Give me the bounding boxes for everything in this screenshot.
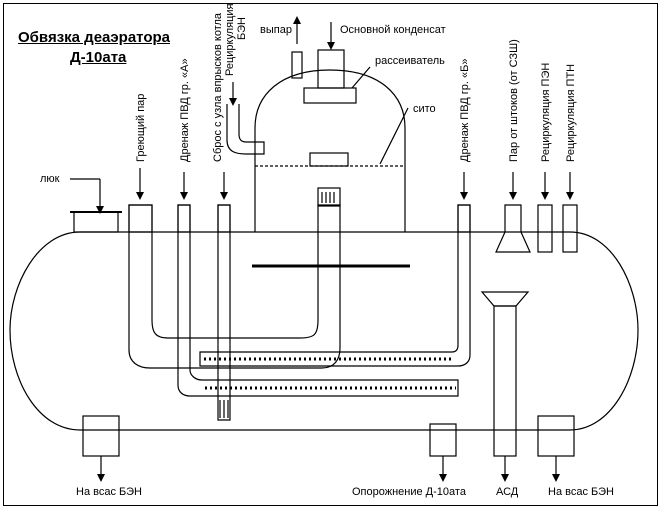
inlet-drain-pvd-a [177,204,191,233]
label-drain-pvd-a: Дренаж ПВД гр. «А» [179,58,191,162]
asd-funnel [480,291,530,307]
label-ben-suction-left: На всас БЭН [76,486,142,498]
deaerator-column [254,69,406,232]
outlet-drain [429,423,457,457]
label-main-condensate: Основной конденсат [340,24,446,36]
inlet-heating-steam [128,204,153,233]
diagram-title-line2: Д-10ата [70,49,127,66]
label-ben-suction-right: На всас БЭН [548,486,614,498]
label-drain-pvd-b: Дренаж ПВД гр. «Б» [459,59,471,163]
boiler-injection-pipe [217,204,231,421]
heating-steam-pipe [128,204,341,369]
label-ptn-recirculation: Рециркуляция ПТН [565,64,577,162]
label-heating-steam: Греющий пар [135,94,147,162]
label-stem-steam: Пар от штоков (от СЗШ) [508,39,520,162]
sieve-plate [309,152,349,167]
ptn-recirculation-stub [562,204,578,253]
label-pen-recirculation: Рециркуляция ПЭН [540,63,552,162]
diagram-title-line1: Обвязка деаэратора [18,29,170,46]
ben-recirculation-pipe [226,104,265,155]
bubbler-outlet [219,400,229,418]
label-ben-recirculation-2: БЭН [236,17,248,40]
drain-pvd-a-pipe [177,204,459,397]
label-boiler-injection: Сброс с узла впрысков котла [212,12,224,162]
diagram-frame [3,3,658,506]
condensate-inlet-pipe [317,49,345,89]
outlet-ben-right [537,415,575,457]
outlet-ben-left [82,415,120,457]
distributor [303,87,357,104]
manhole [73,211,119,233]
steam-distributor-grille [317,187,341,207]
asd-pipe [493,305,517,457]
tank-body [9,231,639,431]
drain-pvd-b-pipe [199,204,471,367]
leader-sieve [379,107,409,165]
vent-pipe [291,51,303,79]
label-manhole: люк [40,173,60,185]
inlet-drain-pvd-b [457,204,471,233]
label-asd: АСД [496,486,519,498]
label-distributor: рассеиватель [375,55,445,67]
label-sieve: сито [413,103,436,115]
pen-recirculation-stub [537,204,553,253]
label-vent: выпар [260,24,292,36]
stem-steam-funnel [495,204,531,253]
label-ben-recirculation-1: Рециркуляция [224,3,236,76]
inlet-boiler-injection [217,204,231,233]
leader-distributor [351,66,371,89]
label-drain-out: Опорожнение Д-10ата [352,486,467,498]
